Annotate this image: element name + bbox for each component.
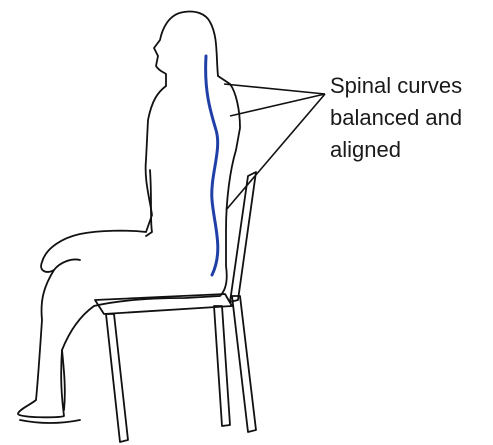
chair-mid-leg (214, 306, 230, 426)
chair-back-leg (232, 296, 256, 432)
chair-backrest (230, 172, 256, 302)
figure-foot (20, 420, 80, 423)
figure-hand (54, 259, 80, 270)
callout-line-middle (230, 94, 325, 116)
callout-lines (224, 84, 325, 210)
chair-front-leg (106, 314, 128, 442)
spinal-curves-annotation: Spinal curves balanced and aligned (330, 70, 490, 166)
chair (95, 172, 256, 442)
callout-line-lower (226, 94, 325, 210)
spine-curve (206, 56, 218, 275)
callout-line-upper (224, 84, 325, 94)
